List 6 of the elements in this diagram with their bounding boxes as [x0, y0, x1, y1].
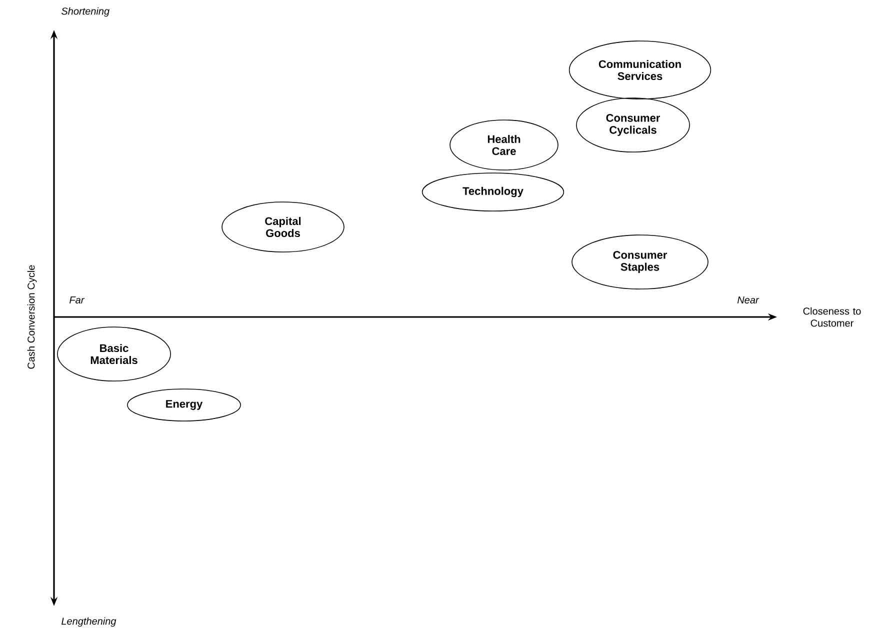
axis-label: Shortening	[61, 7, 110, 17]
axis-label: Closeness to Customer	[803, 307, 861, 327]
axis-label: Lengthening	[62, 617, 116, 627]
axis-label: Far	[70, 296, 85, 304]
axis-label: Cash Conversion Cycle	[27, 265, 37, 369]
axis-label: Near	[737, 296, 760, 304]
